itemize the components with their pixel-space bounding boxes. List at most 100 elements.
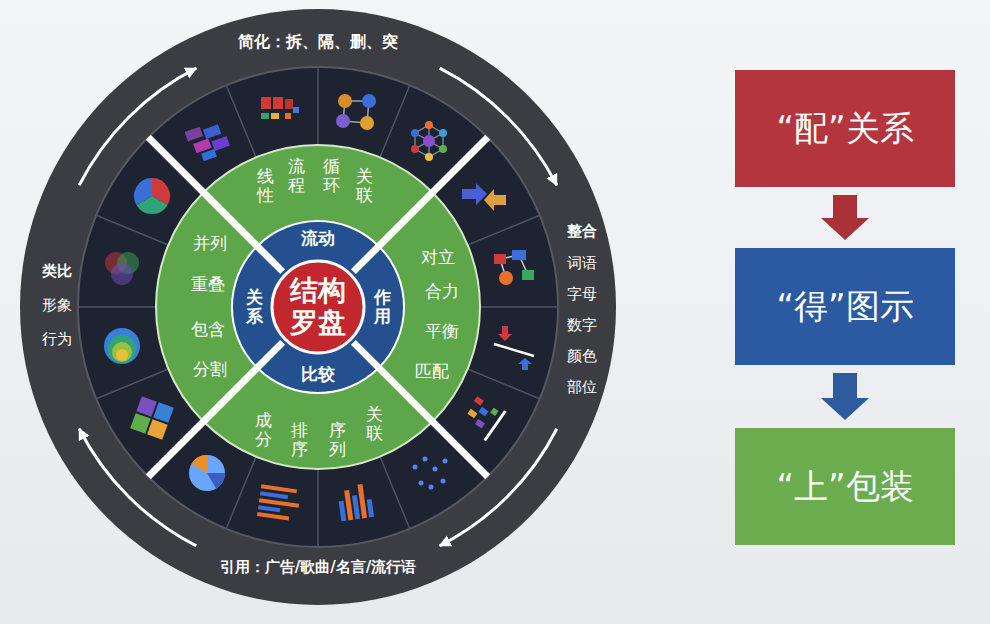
sector-divider (317, 467, 319, 547)
cycle-arrow (79, 429, 196, 546)
cycle-arrow (79, 68, 196, 185)
column-chart-icon (344, 490, 353, 520)
ring-label: 类比 (42, 263, 72, 280)
nested-circles-icon (116, 349, 128, 361)
opposing-arrows-icon (462, 183, 487, 205)
ring-label: 引用：广告/歌曲/名言/流行语 (220, 559, 416, 576)
network-icon (415, 125, 443, 157)
type-sector: 排序 (291, 421, 308, 458)
network-icon (425, 121, 433, 129)
cycle-icon (336, 114, 350, 128)
group-sector: 关系 (246, 288, 263, 325)
type-label: 并列 (193, 234, 227, 254)
balance-icon (518, 358, 532, 370)
sector-divider (78, 67, 558, 547)
stack-icon (201, 149, 217, 161)
pie-chart-icon (189, 455, 225, 491)
type-sector: 合力 (425, 282, 459, 302)
type-label: 重叠 (191, 275, 225, 295)
blocks-icon (293, 107, 299, 113)
bar-chart-icon (260, 491, 288, 499)
type-sector: 并列 (193, 234, 227, 254)
group-label: 比较 (301, 365, 335, 385)
opposing-arrows-icon (462, 183, 506, 211)
venn-icon (111, 263, 133, 285)
type-sector: 关联 (356, 167, 373, 204)
ring-label: 行为 (42, 331, 72, 348)
blocks-icon (261, 97, 299, 119)
cycle-arrow (440, 429, 557, 546)
quadrant-divider (148, 137, 282, 271)
network-icon (415, 125, 443, 157)
ring-label: 形象 (42, 297, 72, 314)
center-circle (272, 261, 364, 353)
group-sector: 流动 (301, 229, 335, 249)
group-label: 流动 (301, 229, 335, 249)
sector-divider (478, 306, 558, 308)
bar-chart-icon (261, 484, 297, 493)
bar-chart-icon (258, 505, 280, 512)
cycle-icon (336, 94, 376, 130)
blocks-icon (261, 97, 271, 109)
bar-chart-icon (257, 512, 289, 520)
type-sector: 匹配 (415, 362, 449, 382)
sector-divider (379, 85, 410, 159)
step-text: “配”关系 (776, 109, 913, 148)
sector-divider (226, 455, 257, 529)
split-squares-icon (153, 402, 174, 423)
column-chart-icon (367, 499, 374, 518)
type-sector: 序列 (329, 421, 346, 458)
match-icon (474, 396, 484, 406)
type-label: 成分 (255, 411, 272, 448)
balance-icon (494, 344, 534, 356)
ring-label: 部位 (567, 379, 597, 396)
type-label: 排序 (291, 421, 308, 458)
bar-chart-icon (257, 484, 301, 521)
scatter-icon (413, 465, 418, 470)
match-icon (459, 393, 507, 441)
step-text: “上”包装 (776, 467, 913, 506)
match-icon (479, 407, 489, 417)
flow-icon (494, 254, 506, 264)
step-text: “得”图示 (776, 287, 913, 326)
pie-chart-icon (191, 455, 207, 473)
type-label: 循环 (323, 157, 340, 194)
quadrant-divider (148, 342, 282, 476)
sector-divider (379, 455, 410, 529)
quadrant-divider (353, 137, 487, 271)
type-label: 分割 (193, 360, 227, 380)
pie-chart-icon (207, 473, 225, 489)
ring-label: 数字 (567, 317, 597, 334)
type-label: 线性 (257, 167, 274, 204)
quadrant-divider (148, 137, 487, 476)
opposing-arrows-icon (484, 189, 506, 211)
network-icon (425, 153, 433, 161)
type-sector: 流程 (288, 157, 305, 194)
type-sector: 重叠 (191, 275, 225, 295)
group-sector: 作用 (374, 288, 391, 325)
cycle-arrow (79, 68, 557, 546)
type-sector: 对立 (421, 248, 455, 268)
network-icon (439, 129, 447, 137)
stack-icon (185, 119, 232, 164)
blocks-icon (285, 99, 293, 109)
column-chart-icon (339, 501, 347, 522)
ring-label: 词语 (567, 255, 597, 272)
scatter-icon (441, 479, 446, 484)
scatter-icon (423, 457, 428, 462)
split-squares-icon (130, 413, 151, 434)
scatter-icon (429, 485, 434, 490)
type-label: 对立 (421, 248, 455, 268)
ring-label: 简化：拆、隔、删、突 (238, 33, 398, 51)
type-sector: 平衡 (425, 322, 459, 342)
cycle-icon (360, 116, 374, 130)
flow-arrow (821, 373, 869, 420)
scatter-icon (419, 481, 424, 486)
sector-divider (466, 368, 540, 399)
network-icon (411, 121, 447, 161)
blocks-icon (261, 113, 269, 119)
group-label: 关系 (246, 288, 263, 325)
step-box: “得”图示 (735, 248, 955, 365)
